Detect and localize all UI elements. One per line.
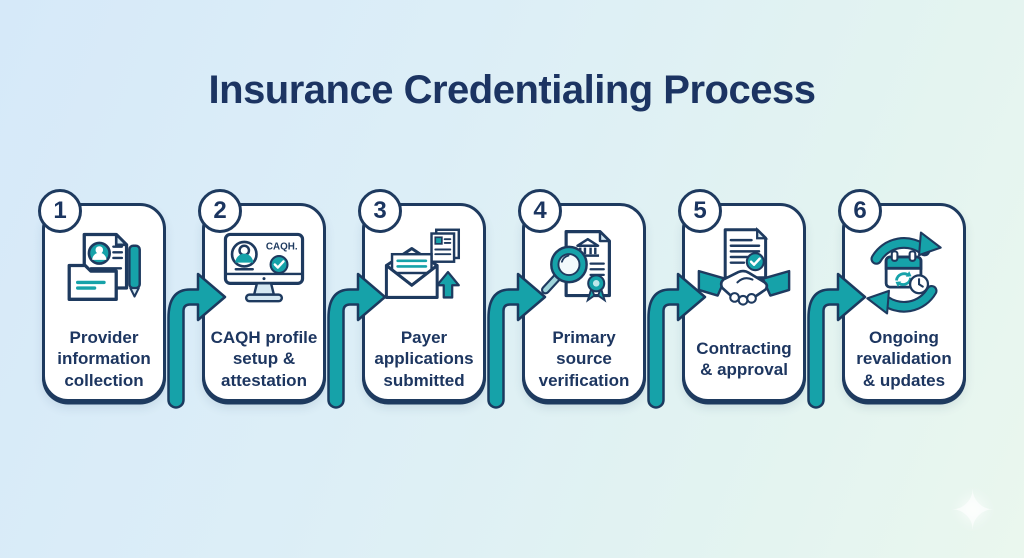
step-number: 3	[373, 197, 387, 224]
step-label: Ongoing revalidation & updates	[856, 328, 952, 390]
calendar-refresh-icon	[845, 226, 963, 320]
flow-arrow-icon	[647, 272, 707, 409]
step-card-5: 5 Cont	[678, 189, 806, 402]
step-number-badge: 6	[838, 189, 882, 233]
sparkle-icon: ✦	[950, 481, 996, 541]
step-label: Primary source verification	[538, 328, 630, 390]
magnifier-certificate-icon	[525, 226, 643, 320]
step-number: 2	[213, 197, 227, 224]
handshake-contract-icon	[685, 226, 803, 320]
step-number-badge: 3	[358, 189, 402, 233]
step-label: Payer applications submitted	[374, 328, 474, 390]
flow-arrow-icon	[327, 272, 387, 409]
step-label: CAQH profile setup & attestation	[210, 328, 318, 390]
flow-arrow-icon	[807, 272, 867, 409]
step-number: 5	[693, 197, 707, 224]
caqh-monitor-icon: CAQH.	[205, 226, 323, 320]
step-number: 1	[53, 197, 67, 224]
step-card-4: 4	[518, 189, 646, 402]
step-label: Contracting & approval	[696, 338, 792, 379]
step-number-badge: 2	[198, 189, 242, 233]
step-number-badge: 5	[678, 189, 722, 233]
step-number-badge: 4	[518, 189, 562, 233]
step-number: 4	[533, 197, 547, 224]
folder-document-pen-icon	[45, 226, 163, 320]
step-number: 6	[853, 197, 867, 224]
page-title: Insurance Credentialing Process	[208, 68, 816, 112]
caqh-screen-text: CAQH.	[266, 242, 298, 253]
envelope-upload-icon	[365, 226, 483, 320]
step-card-1: 1 Provider information col	[38, 189, 166, 402]
flow-arrow-icon	[487, 272, 547, 409]
step-label: Provider information collection	[57, 328, 151, 390]
step-number-badge: 1	[38, 189, 82, 233]
flow-arrow-icon	[167, 272, 227, 409]
step-card-2: 2 CAQH. CAQH profile setup & attestation	[198, 189, 326, 402]
